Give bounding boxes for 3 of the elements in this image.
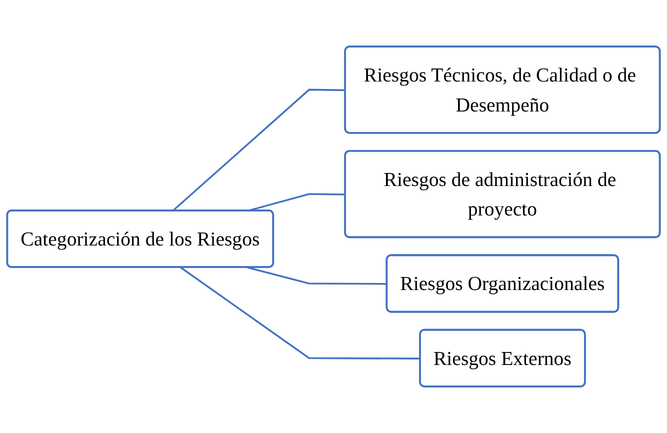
connector — [247, 266, 388, 285]
connector — [172, 88, 346, 212]
connector — [180, 266, 420, 360]
